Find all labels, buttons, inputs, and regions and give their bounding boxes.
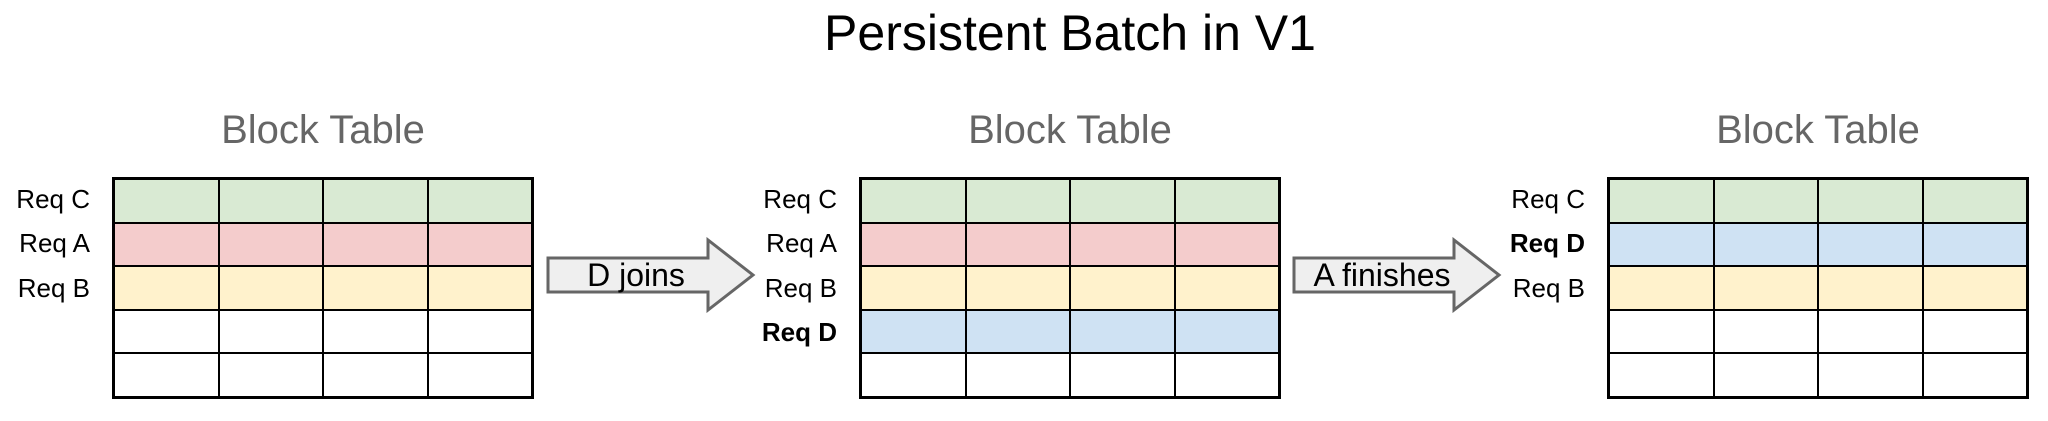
row-label: Req C xyxy=(1511,184,1585,214)
block-cell xyxy=(1071,223,1174,266)
block-cell xyxy=(966,223,1069,266)
row-label: Req B xyxy=(764,272,837,303)
block-table-1-grid xyxy=(112,177,534,399)
block-cell xyxy=(1819,267,1922,309)
block-cell xyxy=(428,180,531,222)
transition-arrow-a-finishes: A finishes xyxy=(1292,237,1502,313)
block-cell xyxy=(115,267,218,309)
block-cell xyxy=(1175,223,1278,266)
block-cell xyxy=(1819,354,1922,396)
block-cell xyxy=(862,180,965,222)
block-cell xyxy=(1175,310,1278,353)
block-cell xyxy=(1610,223,1713,266)
diagram-title: Persistent Batch in V1 xyxy=(824,5,1316,61)
block-cell xyxy=(1610,267,1713,309)
block-cell xyxy=(966,267,1069,309)
block-cell xyxy=(219,180,322,222)
block-cell xyxy=(966,310,1069,353)
block-table-1: Block Table Req C Req A Req B xyxy=(16,108,534,399)
block-cell xyxy=(1714,267,1817,309)
block-cell xyxy=(428,223,531,266)
block-cell xyxy=(428,267,531,309)
row-label: Req D xyxy=(1509,228,1585,259)
right-arrow-icon xyxy=(1292,237,1502,313)
block-cell xyxy=(1175,180,1278,222)
block-cell xyxy=(1923,180,2026,222)
block-table-3-row-labels: Req C Req D Req B xyxy=(1385,177,1585,399)
block-cell xyxy=(324,180,427,222)
arrow-1-label: D joins xyxy=(587,257,685,293)
block-cell xyxy=(324,267,427,309)
block-cell xyxy=(1610,354,1713,396)
block-cell xyxy=(115,310,218,353)
block-cell xyxy=(115,354,218,396)
block-cell xyxy=(1923,310,2026,353)
block-cell xyxy=(219,267,322,309)
block-cell xyxy=(1610,310,1713,353)
row-label: Req A xyxy=(766,228,837,259)
block-cell xyxy=(1714,354,1817,396)
block-cell xyxy=(862,267,965,309)
block-cell xyxy=(1071,267,1174,309)
block-cell xyxy=(1819,310,1922,353)
block-cell xyxy=(1923,354,2026,396)
block-cell xyxy=(115,223,218,266)
block-table-2-grid xyxy=(859,177,1281,399)
block-table-3: Block Table Req C Req D Req B xyxy=(1510,108,2029,399)
block-cell xyxy=(428,354,531,396)
block-cell xyxy=(966,354,1069,396)
block-table-2-title: Block Table xyxy=(968,108,1172,152)
block-table-2-row-labels: Req C Req A Req B Req D xyxy=(637,177,837,399)
block-cell xyxy=(324,223,427,266)
block-cell xyxy=(966,180,1069,222)
block-cell xyxy=(1175,354,1278,396)
block-cell xyxy=(1819,180,1922,222)
block-cell xyxy=(324,354,427,396)
row-label: Req A xyxy=(19,228,90,259)
block-table-2: Block Table Req C Req A Req B Req D xyxy=(762,108,1281,399)
block-table-3-title: Block Table xyxy=(1716,108,1920,152)
block-cell xyxy=(1714,180,1817,222)
block-cell xyxy=(1610,180,1713,222)
block-cell xyxy=(1923,267,2026,309)
block-cell xyxy=(219,354,322,396)
block-cell xyxy=(324,310,427,353)
block-cell xyxy=(1071,310,1174,353)
block-cell xyxy=(219,310,322,353)
row-label: Req B xyxy=(17,272,90,303)
block-cell xyxy=(1819,223,1922,266)
block-cell xyxy=(862,354,965,396)
block-cell xyxy=(115,180,218,222)
right-arrow-icon xyxy=(546,237,756,313)
block-cell xyxy=(1923,223,2026,266)
block-cell xyxy=(1175,267,1278,309)
block-cell xyxy=(862,310,965,353)
block-cell xyxy=(219,223,322,266)
transition-arrow-d-joins: D joins xyxy=(546,237,756,313)
block-table-1-row-labels: Req C Req A Req B xyxy=(0,177,90,399)
block-table-1-title: Block Table xyxy=(221,108,425,152)
block-cell xyxy=(1714,310,1817,353)
block-cell xyxy=(862,223,965,266)
row-label: Req B xyxy=(1512,272,1585,303)
row-label: Req D xyxy=(761,317,837,348)
block-cell xyxy=(1714,223,1817,266)
block-cell xyxy=(1071,180,1174,222)
row-label: Req C xyxy=(16,184,90,214)
arrow-2-label: A finishes xyxy=(1313,257,1451,293)
block-table-3-grid xyxy=(1607,177,2029,399)
row-label: Req C xyxy=(763,184,837,214)
block-cell xyxy=(1071,354,1174,396)
block-cell xyxy=(428,310,531,353)
